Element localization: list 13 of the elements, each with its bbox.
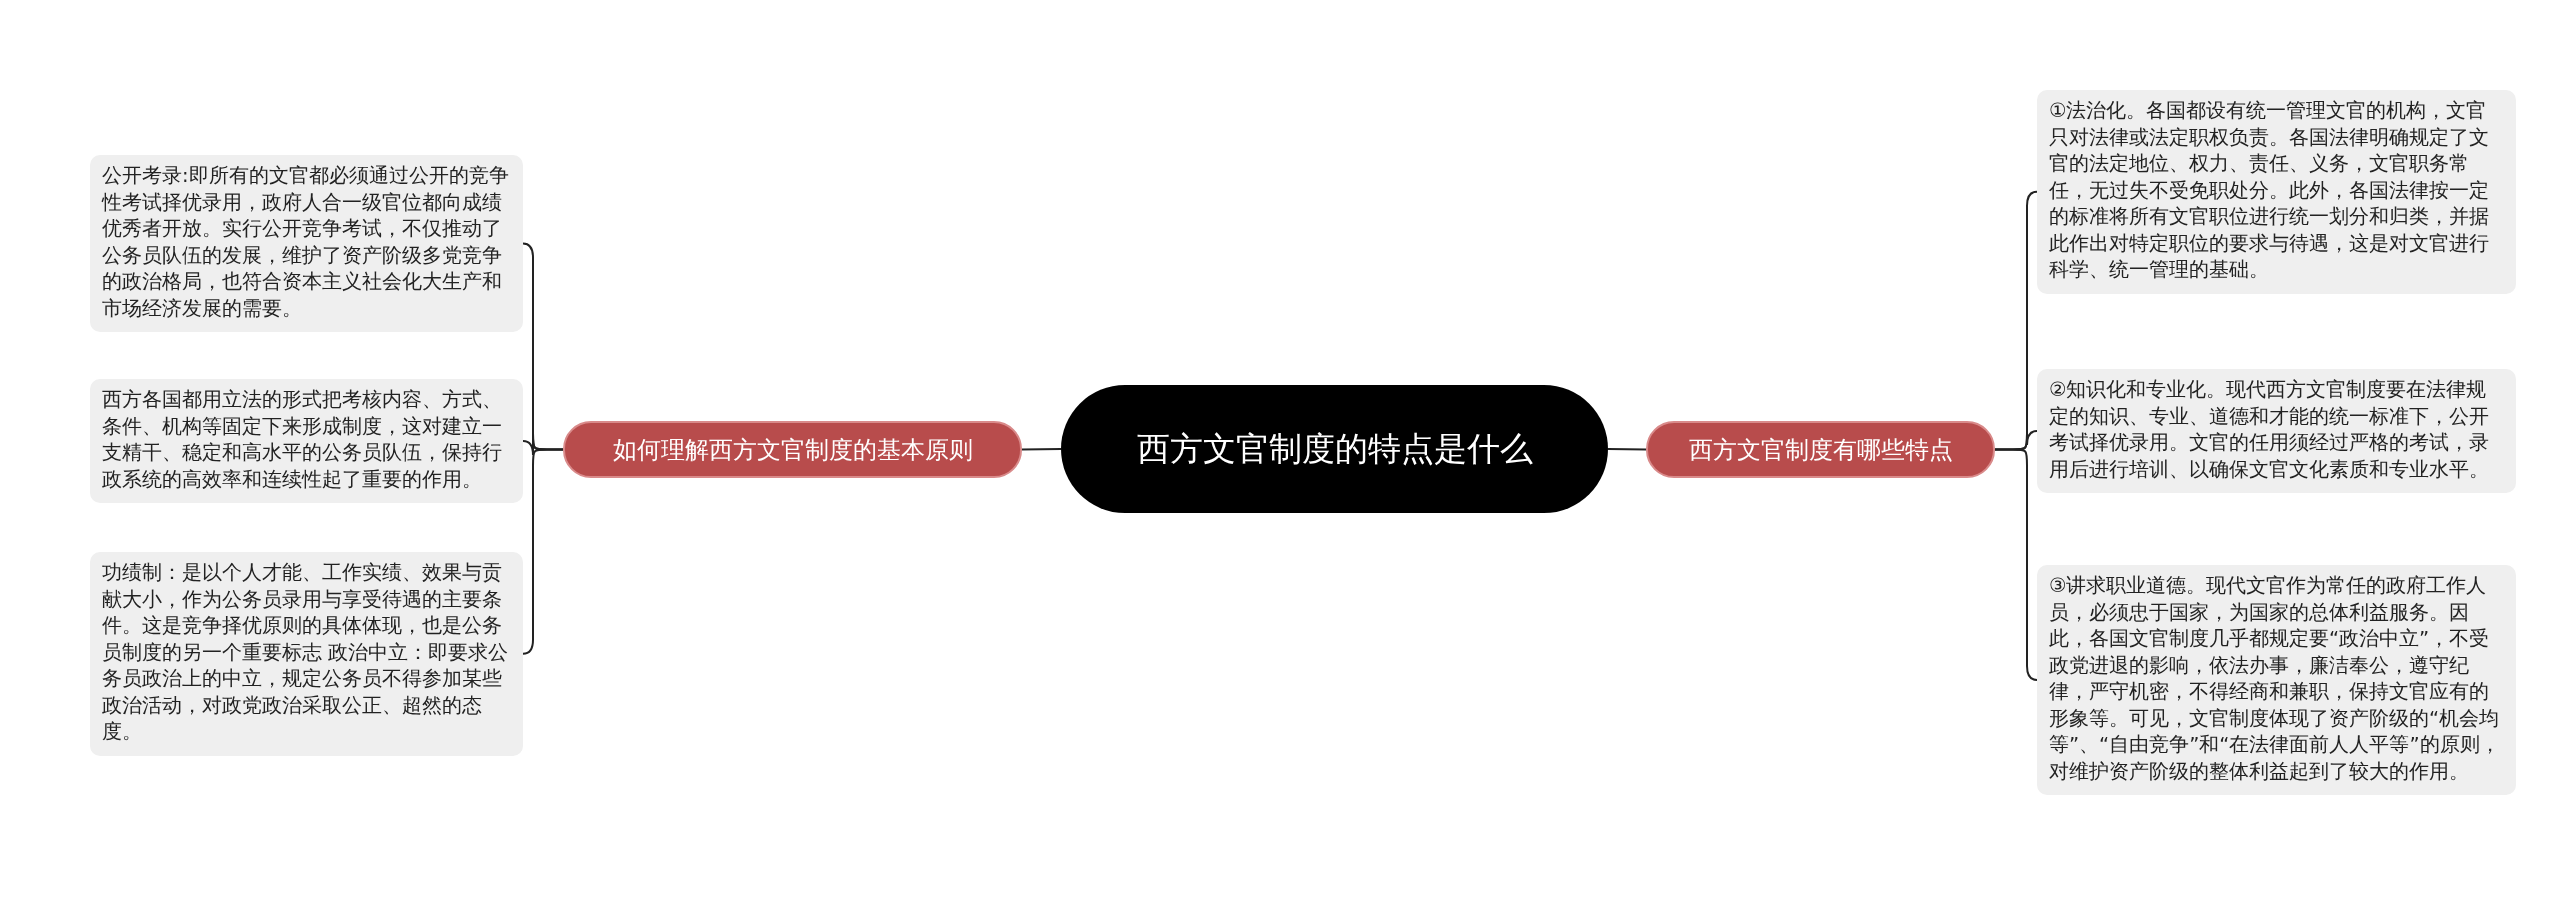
connector-line [1021, 448, 1062, 451]
note-card: 公开考录:即所有的文官都必须通过公开的竞争性考试择优录用，政府人合一级官位都向成绩优秀者开放。实行公开竞争考试，不仅推动了公务员队伍的发展，维护了资产阶级多党竞争的政治格局，也符合资本主义社会化大生产和市场经济发展的需要。 [90, 155, 523, 332]
note-card: 功绩制：是以个人才能、工作实绩、效果与贡献大小，作为公务员录用与享受待遇的主要条件。这是竞争择优原则的具体体现，也是公务员制度的另一个重要标志 政治中立：即要求公务员政治上的中立，规定公务员不得参加某些政治活动，对政党政治采取公正、超然的态度。 [90, 552, 523, 756]
branch-topic: 如何理解西方文官制度的基本原则 [563, 421, 1022, 478]
connector-line [1994, 448, 2038, 681]
note-card: ③讲求职业道德。现代文官作为常任的政府工作人员，必须忠于国家，为国家的总体利益服务。因此，各国文官制度几乎都规定要“政治中立”，不受政党进退的影响，依法办事，廉洁奉公，遵守纪律，严守机密，不得经商和兼职，保持文官应有的形象等。可见，文官制度体现了资产阶级的“机会均等”、“自由竞争”和“在法律面前人人平等”的原则，对维护资产阶级的整体利益起到了较大的作用。 [2037, 565, 2516, 795]
central-topic: 西方文官制度的特点是什么 [1061, 385, 1608, 513]
note-card: ①法治化。各国都设有统一管理文官的机构，文官只对法律或法定职权负责。各国法律明确规定了文官的法定地位、权力、责任、义务，文官职务常任，无过失不受免职处分。此外，各国法律按一定的标准将所有文官职位进行统一划分和归类，并据此作出对特定职位的要求与待遇，这是对文官进行科学、统一管理的基础。 [2037, 90, 2516, 294]
connector-line [522, 448, 564, 655]
note-card: 西方各国都用立法的形式把考核内容、方式、条件、机构等固定下来形成制度，这对建立一支精干、稳定和高水平的公务员队伍，保持行政系统的高效率和连续性起了重要的作用。 [90, 379, 523, 503]
branch-topic: 西方文官制度有哪些特点 [1646, 421, 1995, 478]
connector-line [1607, 448, 1647, 451]
note-card: ②知识化和专业化。现代西方文官制度要在法律规定的知识、专业、道德和才能的统一标准下，公开考试择优录用。文官的任用须经过严格的考试，录用后进行培训、以确保文官文化素质和专业水平。 [2037, 369, 2516, 493]
